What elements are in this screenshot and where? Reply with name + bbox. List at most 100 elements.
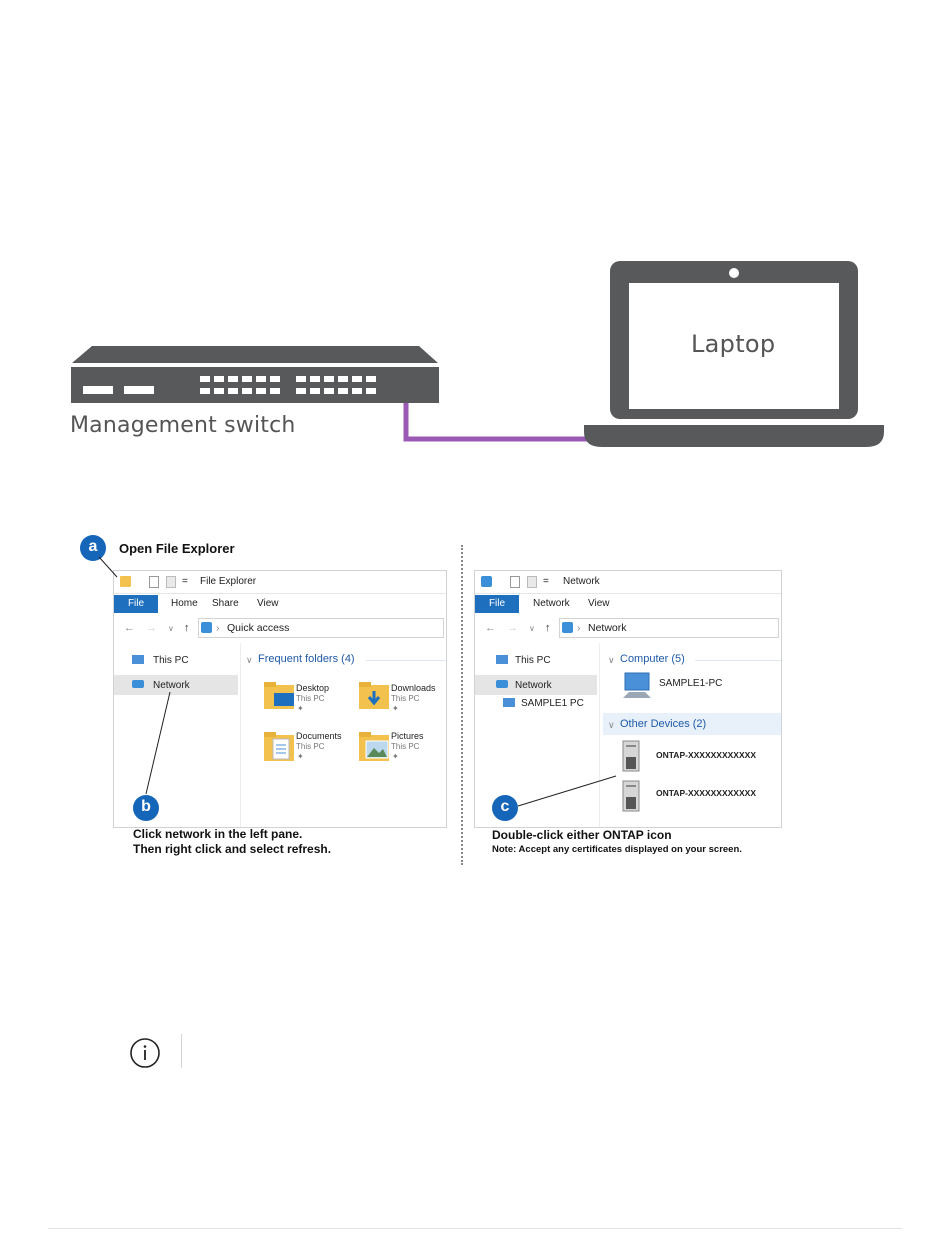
this-pc-icon	[496, 655, 508, 664]
breadcrumb[interactable]: Network	[588, 622, 627, 634]
breadcrumb-sep: ›	[216, 622, 220, 634]
window-title: File Explorer	[200, 576, 257, 587]
back-arrow-icon[interactable]: ←	[124, 622, 135, 634]
step-a-text: Open File Explorer	[119, 541, 235, 556]
recent-chevron-icon[interactable]: ∨	[168, 624, 174, 633]
footer-rule	[48, 1228, 902, 1229]
breadcrumb[interactable]: Quick access	[227, 622, 290, 634]
tab-network[interactable]: Network	[533, 598, 570, 609]
address-row: ← → ∨ ↑ › Quick access	[114, 618, 446, 638]
qa-dropdown[interactable]: =	[543, 576, 549, 587]
pin-icon: ✦	[392, 752, 399, 761]
step-a-badge: a	[80, 535, 106, 561]
folder-icon[interactable]	[120, 576, 131, 587]
step-b-badge: b	[133, 795, 159, 821]
nav-this-pc[interactable]: This PC	[153, 655, 189, 666]
step-c-badge: c	[492, 795, 518, 821]
folder-documents[interactable]: Documents	[296, 731, 342, 741]
nav-network[interactable]: Network	[515, 680, 552, 691]
address-bar[interactable]: › Network	[559, 618, 779, 638]
folder-pictures[interactable]: Pictures	[391, 731, 424, 741]
pin-icon: ✦	[297, 752, 304, 761]
group-frequent-folders[interactable]: Frequent folders (4)	[258, 653, 355, 665]
pictures-folder-icon[interactable]	[357, 729, 391, 763]
forward-arrow-icon[interactable]: →	[146, 622, 157, 634]
address-row: ← → ∨ ↑ › Network	[475, 618, 781, 638]
step-c-text: Double-click either ONTAP icon	[492, 828, 672, 842]
nav-network[interactable]: Network	[153, 680, 190, 691]
info-icon	[130, 1038, 160, 1068]
properties-icon[interactable]	[510, 576, 520, 588]
network-icon	[562, 622, 573, 633]
properties-icon[interactable]	[149, 576, 159, 588]
frequent-folders-chevron-icon[interactable]: ∨	[246, 655, 253, 665]
step-b-line1: Click network in the left pane.	[133, 827, 303, 841]
group-highlight	[603, 713, 781, 735]
group-divider	[695, 660, 781, 661]
tab-view[interactable]: View	[257, 598, 279, 609]
laptop	[584, 261, 884, 447]
pin-icon: ✦	[392, 704, 399, 713]
network-icon	[496, 680, 508, 688]
forward-arrow-icon[interactable]: →	[507, 622, 518, 634]
computer-chevron-icon[interactable]: ∨	[608, 655, 615, 665]
qa-dropdown[interactable]: =	[182, 576, 188, 587]
navigation-pane: This PC Network	[114, 643, 241, 827]
nav-this-pc[interactable]: This PC	[515, 655, 551, 666]
folder-desktop-location: This PC	[296, 694, 325, 703]
up-arrow-icon[interactable]: ↑	[545, 622, 551, 634]
tab-file[interactable]: File	[475, 595, 519, 613]
tab-view[interactable]: View	[588, 598, 610, 609]
window-title: Network	[563, 576, 600, 587]
quick-access-icon	[201, 622, 212, 633]
title-bar: = File Explorer	[114, 571, 446, 594]
downloads-folder-icon[interactable]	[357, 679, 391, 711]
other-devices-chevron-icon[interactable]: ∨	[608, 720, 615, 730]
nav-sample1-pc[interactable]: SAMPLE1 PC	[521, 698, 584, 709]
back-arrow-icon[interactable]: ←	[485, 622, 496, 634]
cable	[403, 402, 592, 442]
step-b-line2: Then right click and select refresh.	[133, 842, 332, 856]
computer-sample1-pc[interactable]: SAMPLE1-PC	[659, 678, 723, 689]
group-computer[interactable]: Computer (5)	[620, 653, 685, 665]
network-explorer-window: = Network File Network View ← → ∨ ↑ › Ne…	[474, 570, 782, 828]
management-switch	[71, 346, 439, 403]
step-c-note: Note: Accept any certificates displayed …	[492, 844, 742, 855]
up-arrow-icon[interactable]: ↑	[184, 622, 190, 634]
breadcrumb-sep: ›	[577, 622, 581, 634]
tab-home[interactable]: Home	[171, 598, 198, 609]
folder-downloads[interactable]: Downloads	[391, 683, 436, 693]
panel-divider	[461, 545, 463, 865]
tab-file[interactable]: File	[114, 595, 158, 613]
folder-desktop[interactable]: Desktop	[296, 683, 330, 693]
device-ontap-1[interactable]: ONTAP-XXXXXXXXXXXX	[656, 750, 756, 760]
info-divider	[181, 1034, 182, 1068]
nav-selection	[114, 675, 238, 695]
pin-icon: ✦	[297, 704, 304, 713]
ribbon: File Home Share View	[114, 595, 446, 613]
this-pc-icon	[132, 655, 144, 664]
laptop-label: Laptop	[691, 330, 776, 358]
ribbon: File Network View	[475, 595, 781, 613]
documents-folder-icon[interactable]	[262, 729, 296, 763]
network-icon	[132, 680, 144, 688]
device-ontap-2[interactable]: ONTAP-XXXXXXXXXXXX	[656, 788, 756, 798]
folder-pictures-location: This PC	[391, 742, 420, 751]
network-diagram	[71, 261, 884, 447]
ontap-device-icon[interactable]	[621, 739, 643, 773]
new-folder-icon[interactable]	[166, 576, 176, 588]
ontap-device-icon[interactable]	[621, 779, 643, 813]
navigation-pane: This PC Network SAMPLE1 PC	[475, 643, 600, 827]
folder-documents-location: This PC	[296, 742, 325, 751]
network-quick-icon[interactable]	[481, 576, 492, 587]
new-folder-icon[interactable]	[527, 576, 537, 588]
recent-chevron-icon[interactable]: ∨	[529, 624, 535, 633]
tab-share[interactable]: Share	[212, 598, 239, 609]
address-bar[interactable]: › Quick access	[198, 618, 444, 638]
desktop-folder-icon[interactable]	[262, 679, 296, 711]
computer-icon[interactable]	[621, 669, 657, 701]
group-other-devices[interactable]: Other Devices (2)	[620, 718, 707, 730]
pointer-line-b	[145, 691, 171, 795]
pointer-line-a	[98, 556, 118, 578]
group-divider	[366, 660, 446, 661]
